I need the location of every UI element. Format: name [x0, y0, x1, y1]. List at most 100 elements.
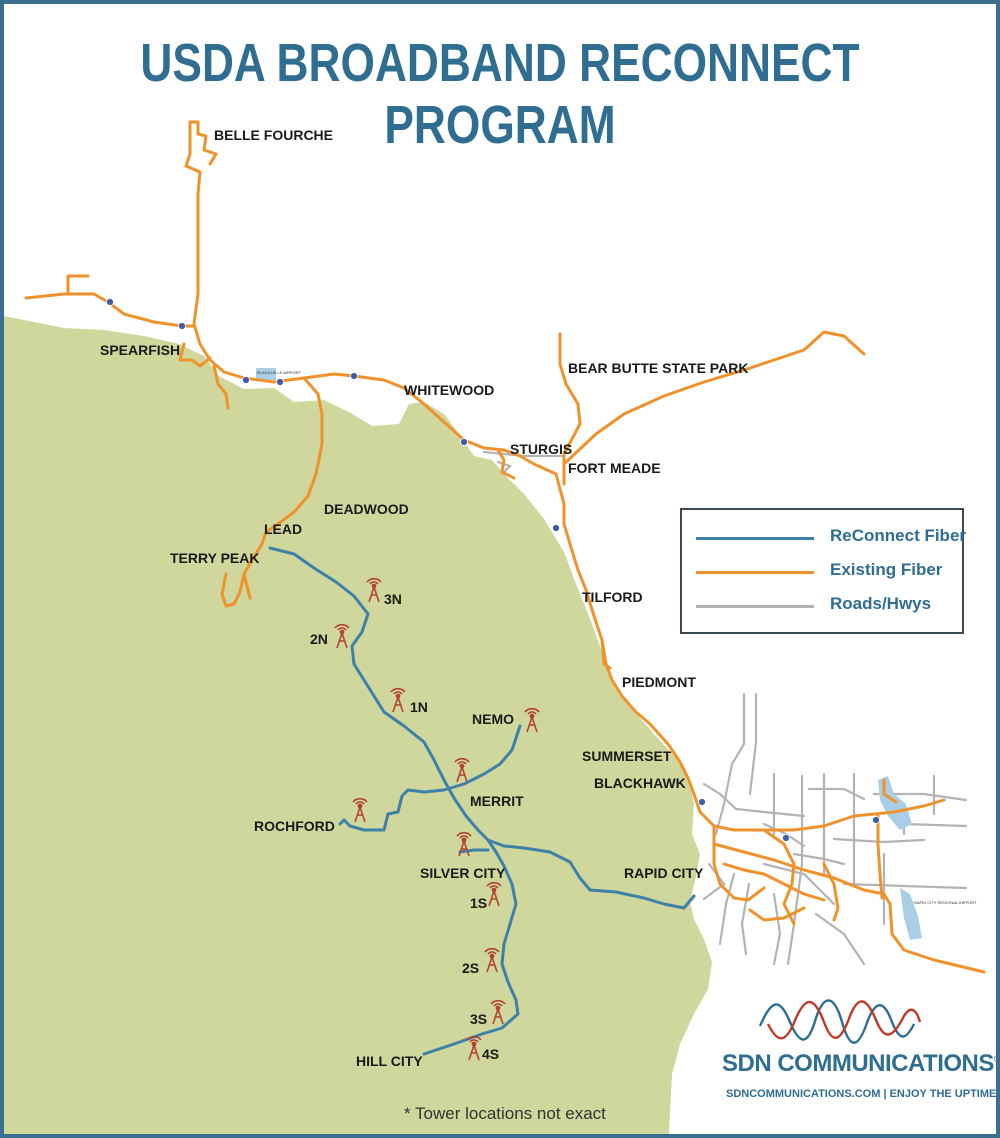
reconnect-fiber: [486, 838, 696, 910]
road: [740, 882, 751, 956]
existing-fiber: [712, 824, 766, 902]
label-summerset: SUMMERSET: [582, 748, 672, 764]
label-hill-city: HILL CITY: [356, 1053, 423, 1069]
footnote: * Tower locations not exact: [404, 1104, 606, 1123]
tower-label-3n: 3N: [384, 591, 402, 607]
tower-icon-3s: [490, 999, 506, 1025]
interstate-shield: [460, 438, 468, 446]
road: [748, 692, 758, 796]
interstate-markers: [106, 298, 880, 842]
tower-icon-2s: [484, 947, 500, 973]
roads-layer: [482, 450, 968, 966]
label-merrit: MERRIT: [470, 793, 524, 809]
existing-fiber: [242, 572, 252, 600]
legend: ReConnect Fiber Existing Fiber Roads/Hwy…: [680, 508, 966, 634]
road: [792, 852, 846, 866]
tower-icon-1s: [486, 881, 502, 907]
legend-label-roads: Roads/Hwys: [830, 594, 932, 613]
label-deadwood: DEADWOOD: [324, 501, 409, 517]
label-blackhawk: BLACKHAWK: [594, 775, 686, 791]
road: [714, 692, 746, 836]
interstate-shield: [276, 378, 284, 386]
tower-nemo-icon: [524, 707, 540, 733]
label-bear-butte: BEAR BUTTE STATE PARK: [568, 360, 748, 376]
road: [702, 862, 726, 901]
tower-label-1n: 1N: [410, 699, 428, 715]
black-hills-region: [4, 316, 712, 1134]
tower-label-3s: 3S: [470, 1011, 487, 1027]
road: [814, 912, 866, 966]
legend-item-roads: Roads/Hwys: [692, 594, 957, 618]
road: [762, 862, 836, 906]
tower-icon-2n: [334, 623, 350, 649]
tower-icon-3n: [366, 577, 382, 603]
label-whitewood: WHITEWOOD: [404, 382, 494, 398]
label-rapid-city: RAPID CITY: [624, 865, 704, 881]
label-terry-peak: TERRY PEAK: [170, 550, 259, 566]
existing-fiber: [188, 120, 218, 166]
existing-fiber: [600, 638, 612, 670]
existing-fiber: [220, 376, 324, 608]
road: [762, 822, 806, 848]
road: [832, 837, 926, 844]
existing-fiber: [562, 330, 866, 466]
existing-fiber: [876, 812, 884, 900]
tower-label-2s: 2S: [462, 960, 479, 976]
label-spearfish: SPEARFISH: [100, 342, 180, 358]
towers-layer: 3N 2N 1N 1S 2S 3S 4S: [310, 577, 540, 1062]
label-sturgis: STURGIS: [510, 441, 572, 457]
interstate-shield: [552, 524, 560, 532]
reconnect-fiber: [458, 848, 490, 854]
existing-fiber: [496, 448, 516, 480]
existing-fiber: [822, 862, 840, 922]
registered-mark: ®: [994, 1054, 996, 1065]
legend-item-existing: Existing Fiber: [692, 560, 957, 584]
interstate-shield: [242, 376, 250, 384]
label-piedmont: PIEDMONT: [622, 674, 696, 690]
legend-item-reconnect: ReConnect Fiber: [692, 526, 966, 550]
tower-icon-1n: [390, 687, 406, 713]
reconnect-fiber: [268, 546, 520, 1056]
interstate-shield: [872, 816, 880, 824]
airport-water: [900, 888, 922, 940]
road: [902, 822, 968, 828]
legend-swatch-roads: [696, 605, 814, 608]
page-title: USDA BROADBAND RECONNECT PROGRAM: [140, 33, 860, 155]
tower-icon-4s: [466, 1035, 482, 1061]
existing-fiber: [712, 842, 986, 974]
existing-fiber: [748, 906, 806, 922]
existing-fiber: [882, 778, 898, 804]
interstate-shield: [350, 372, 358, 380]
road: [482, 450, 566, 458]
road: [718, 872, 736, 946]
interstate-shield: [698, 798, 706, 806]
brand-name-text: SDN COMMUNICATIONS: [722, 1050, 994, 1077]
existing-fiber: [558, 332, 582, 486]
tower-label-4s: 4S: [482, 1046, 499, 1062]
existing-fiber: [178, 342, 212, 368]
tower-label-2n: 2N: [310, 631, 328, 647]
road: [842, 882, 968, 890]
label-lead: LEAD: [264, 521, 302, 537]
label-belle-fourche: BELLE FOURCHE: [214, 127, 333, 143]
sdn-logo-wave-icon: [758, 999, 922, 1044]
place-labels: BELLE FOURCHE SPEARFISH WHITEWOOD BEAR B…: [100, 127, 977, 1069]
interstate-shield: [178, 322, 186, 330]
road: [807, 787, 866, 801]
label-rapid-city-airport: RAPID CITY REGIONAL AIRPORT: [914, 900, 977, 905]
black-hills-airport-marker: [256, 368, 276, 380]
label-tilford: TILFORD: [582, 589, 643, 605]
existing-fiber: [502, 448, 946, 832]
tower-silver-city-icon: [456, 831, 472, 857]
tower-label-1s: 1S: [470, 895, 487, 911]
map-canvas: 3N 2N 1N 1S 2S 3S 4S BELLE FOURCHE SPEARFISH W…: [4, 120, 986, 1134]
tower-merrit-icon: [454, 757, 470, 783]
brand-tagline: SDNCOMMUNICATIONS.COM | ENJOY THE UPTIME…: [726, 1088, 1000, 1100]
road: [772, 892, 782, 966]
interstate-shield: [782, 834, 790, 842]
label-rochford: ROCHFORD: [254, 818, 335, 834]
existing-fiber: [212, 364, 230, 410]
label-silver-city: SILVER CITY: [420, 865, 506, 881]
reconnect-fiber-layer: [268, 546, 696, 1056]
